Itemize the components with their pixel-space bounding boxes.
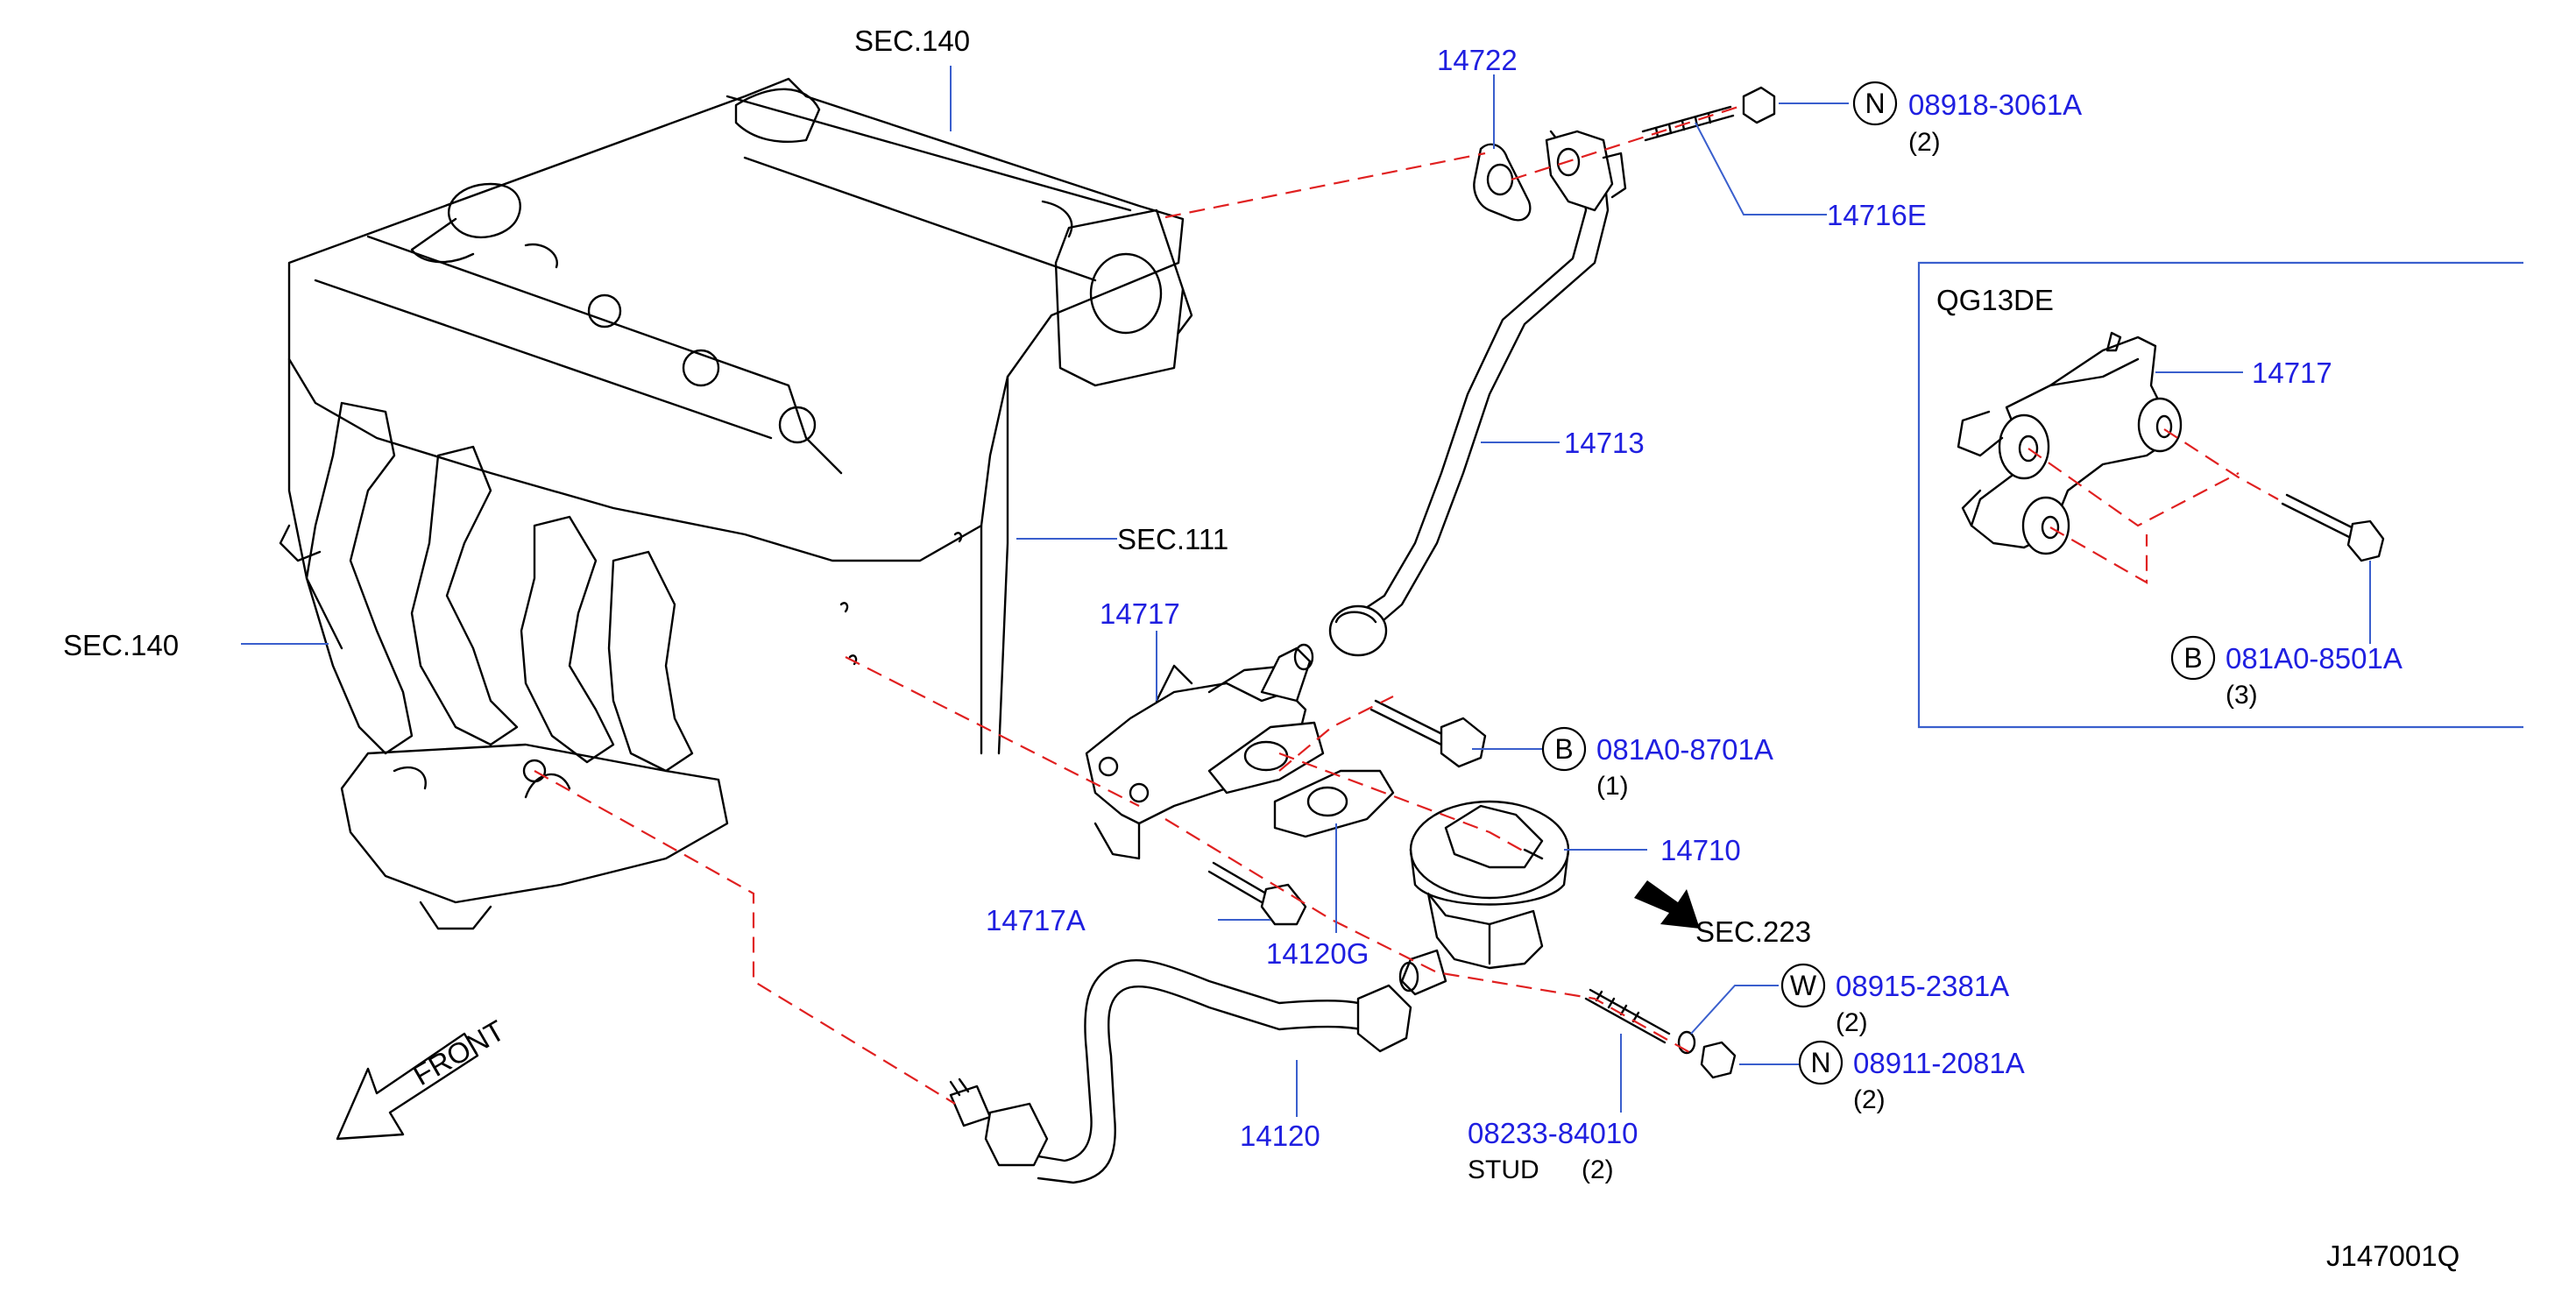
sec111: SEC.111 (1117, 523, 1228, 555)
symbol-n-top: N (1865, 88, 1885, 119)
inset-qg13de (1917, 261, 2523, 729)
qty-08911: (2) (1853, 1085, 1886, 1114)
qty-081A0-8701A: (1) (1596, 772, 1629, 801)
part-08233-84010[interactable]: 08233-84010 (1468, 1117, 1638, 1149)
egr-valve-14710 (1398, 800, 1570, 996)
nut-08911 (1700, 1041, 1737, 1079)
part-14120G[interactable]: 14120G (1266, 937, 1369, 970)
part-14120[interactable]: 14120 (1240, 1120, 1320, 1152)
bolt-symbol-b-mid (1541, 726, 1587, 772)
stud-label: STUD (1468, 1155, 1539, 1184)
gasket-14722 (1473, 143, 1532, 222)
qty-08915: (2) (1836, 1008, 1868, 1037)
inset-title: QG13DE (1936, 284, 2054, 316)
front-arrow (336, 1032, 479, 1141)
part-14717A[interactable]: 14717A (986, 904, 1086, 936)
bolt-14717A (1207, 861, 1307, 926)
symbol-b-mid: B (1554, 733, 1573, 765)
inset-part-14717[interactable]: 14717 (2252, 357, 2332, 389)
symbol-n-low: N (1810, 1047, 1830, 1078)
part-14722[interactable]: 14722 (1437, 44, 1518, 76)
part-081A0-8701A[interactable]: 081A0-8701A (1596, 733, 1773, 766)
washer-symbol-w (1780, 963, 1826, 1008)
inset-symbol-b: B (2183, 642, 2202, 674)
leader-lines (241, 66, 1849, 1117)
part-08915-2381A[interactable]: 08915-2381A (1836, 970, 2009, 1002)
washer-08915 (1677, 1030, 1696, 1055)
part-08911-2081A[interactable]: 08911-2081A (1853, 1047, 2025, 1079)
egr-adapter-14717 (1085, 643, 1325, 860)
engine-block (279, 77, 1193, 930)
egr-tube-14120 (949, 958, 1412, 1184)
part-08918-3061A[interactable]: 08918-3061A (1908, 88, 2082, 121)
nut-symbol-n-low (1798, 1040, 1844, 1085)
part-14716E[interactable]: 14716E (1827, 199, 1927, 231)
inset-bolt-symbol-b (2170, 635, 2216, 681)
assembly-lines (534, 103, 1744, 1105)
part-14713[interactable]: 14713 (1564, 427, 1645, 459)
qty-08918: (2) (1908, 128, 1941, 157)
sec140-left: SEC.140 (63, 629, 179, 661)
nut-08918 (1742, 86, 1776, 124)
inset-qty: (3) (2226, 681, 2258, 710)
part-14710[interactable]: 14710 (1660, 834, 1741, 866)
sec140-top: SEC.140 (854, 25, 970, 57)
inset-part-081A0-8501A[interactable]: 081A0-8501A (2226, 642, 2403, 675)
symbol-w: W (1790, 970, 1817, 1001)
egr-tube-14713 (1328, 130, 1627, 657)
drawing-code: J147001Q (2326, 1240, 2459, 1272)
sec223: SEC.223 (1695, 915, 1811, 948)
nut-symbol-n-top (1852, 81, 1898, 126)
front-label: FRONT (407, 1014, 510, 1092)
bolt-081A0-8701A (1369, 699, 1487, 768)
qty-stud: (2) (1582, 1155, 1614, 1184)
stud-08233-84010 (1584, 988, 1671, 1044)
part-14717[interactable]: 14717 (1100, 597, 1180, 630)
sec223-arrow (1634, 880, 1700, 929)
gasket-14120G (1273, 769, 1395, 838)
